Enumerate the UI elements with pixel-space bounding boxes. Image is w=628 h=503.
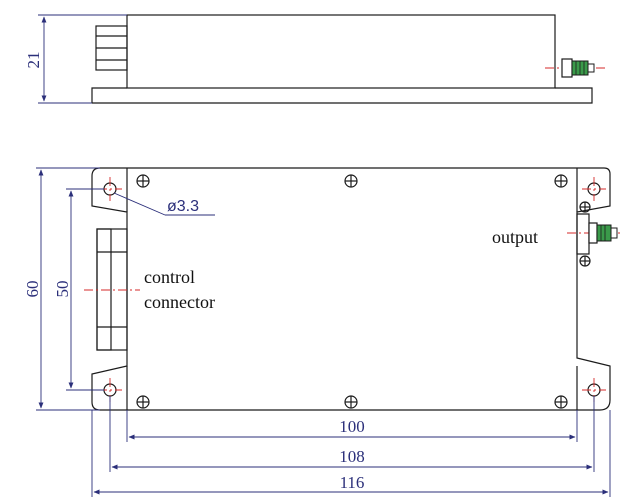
dim-overall-height-text: 60	[23, 281, 42, 298]
top-control-connector	[84, 228, 140, 351]
screw-icon	[344, 174, 358, 188]
control-connector-label-line1: control	[144, 267, 195, 287]
dim-width-mid-text: 108	[339, 447, 365, 466]
side-body	[126, 14, 556, 89]
dim-width-overall: 116	[91, 410, 611, 497]
side-flange-left	[91, 87, 127, 103]
side-flange-bottom	[92, 87, 593, 104]
screw-icon	[344, 395, 358, 409]
dim-width-overall-text: 116	[340, 473, 365, 492]
dim-hole-diameter: ø3.3	[113, 192, 215, 216]
top-output-connector	[567, 213, 620, 255]
output-label: output	[492, 227, 538, 247]
control-connector-label-line2: connector	[144, 292, 215, 312]
top-view: output control connector ø3.3 60 50	[23, 167, 620, 497]
dim-width-inner: 100	[126, 410, 578, 442]
dim-side-height-text: 21	[24, 52, 43, 69]
dim-hole-diameter-text: ø3.3	[167, 198, 199, 215]
screw-icon	[136, 395, 150, 409]
dim-overall-height: 60	[23, 167, 100, 411]
mounting-hole-top-right	[582, 177, 606, 201]
screw-icon	[136, 174, 150, 188]
dim-width-inner-text: 100	[339, 417, 365, 436]
top-outline	[91, 167, 611, 411]
dim-width-mid: 108	[109, 396, 595, 472]
side-output-connector	[545, 58, 608, 78]
dim-side-height: 21	[24, 14, 127, 104]
screw-icon	[554, 395, 568, 409]
side-view: 21	[24, 14, 608, 104]
dim-hole-spacing-vertical-text: 50	[53, 281, 72, 298]
screw-icon	[554, 174, 568, 188]
screw-icon	[579, 255, 591, 267]
screw-icon	[579, 201, 591, 213]
side-control-connector	[95, 25, 128, 71]
dim-hole-spacing-vertical: 50	[53, 188, 104, 391]
